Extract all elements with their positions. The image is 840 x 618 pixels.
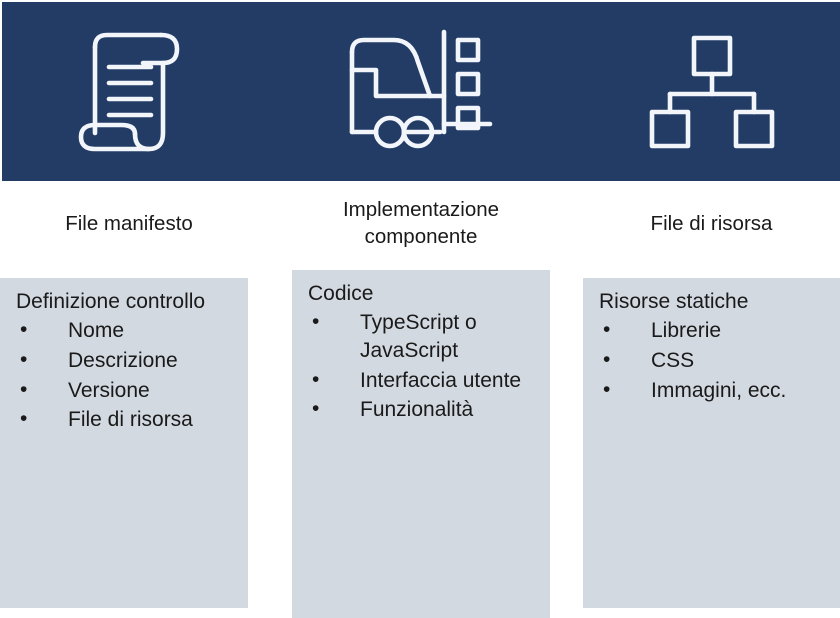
list-item-label: TypeScript o JavaScript: [360, 310, 477, 362]
bullet-glyph: •: [312, 397, 320, 421]
list-item: • Nome: [16, 317, 244, 345]
bullet-glyph: •: [603, 377, 611, 401]
bullet-list-component: • TypeScript o JavaScript • Interfaccia …: [292, 309, 550, 425]
bullet-glyph: •: [20, 407, 28, 431]
column-lead-component: Codice: [308, 282, 374, 305]
list-item-label: Funzionalità: [360, 398, 474, 422]
list-item-label: Interfaccia utente: [360, 368, 522, 392]
column-body-resource: Risorse statiche • Librerie • CSS • Imma…: [583, 278, 840, 608]
column-body-component: Codice • TypeScript o JavaScript • Inter…: [292, 270, 550, 618]
bullet-glyph: •: [603, 317, 611, 341]
bullet-glyph: •: [20, 347, 28, 371]
column-title-text: File manifesto: [65, 211, 193, 235]
list-item: • Immagini, ecc.: [599, 377, 836, 405]
column-body-manifest: Definizione controllo • Nome • Descrizio…: [0, 278, 248, 608]
column-title-component: Implementazione componente: [292, 181, 550, 267]
list-item: • Versione: [16, 377, 244, 405]
list-item: • TypeScript o JavaScript: [308, 309, 546, 365]
column-lead-manifest: Definizione controllo: [16, 290, 206, 313]
icon-cell-resource: [583, 2, 840, 181]
icon-cell-manifest: [2, 2, 260, 181]
forklift-icon: [348, 26, 494, 158]
list-item: • Descrizione: [16, 347, 244, 375]
column-title-text: File di risorsa: [650, 211, 773, 235]
list-item-label: Versione: [68, 378, 150, 402]
bullet-list-manifest: • Nome • Descrizione • Versione • File d…: [0, 317, 248, 435]
bullet-glyph: •: [603, 347, 611, 371]
column-title-resource: File di risorsa: [583, 181, 840, 267]
bullet-glyph: •: [312, 367, 320, 391]
bullet-glyph: •: [20, 317, 28, 341]
bullet-glyph: •: [312, 309, 320, 333]
bullet-list-resource: • Librerie • CSS • Immagini, ecc.: [583, 317, 840, 405]
list-item-label: Immagini, ecc.: [651, 378, 787, 402]
list-item: • Funzionalità: [308, 396, 546, 424]
scroll-manifest-icon: [75, 27, 187, 157]
list-item: • File di risorsa: [16, 406, 244, 434]
list-item: • Interfaccia utente: [308, 367, 546, 395]
icon-cell-component: [292, 2, 550, 181]
list-item-label: Descrizione: [68, 348, 178, 372]
list-item: • CSS: [599, 347, 836, 375]
list-item-label: CSS: [651, 348, 695, 372]
list-item-label: File di risorsa: [68, 408, 193, 432]
bullet-glyph: •: [20, 377, 28, 401]
list-item-label: Librerie: [651, 318, 722, 342]
list-item: • Librerie: [599, 317, 836, 345]
column-title-text: Implementazione componente: [342, 198, 500, 248]
column-title-manifest: File manifesto: [0, 181, 258, 267]
list-item-label: Nome: [68, 318, 125, 342]
hierarchy-icon: [648, 32, 776, 152]
column-lead-resource: Risorse statiche: [599, 290, 749, 313]
